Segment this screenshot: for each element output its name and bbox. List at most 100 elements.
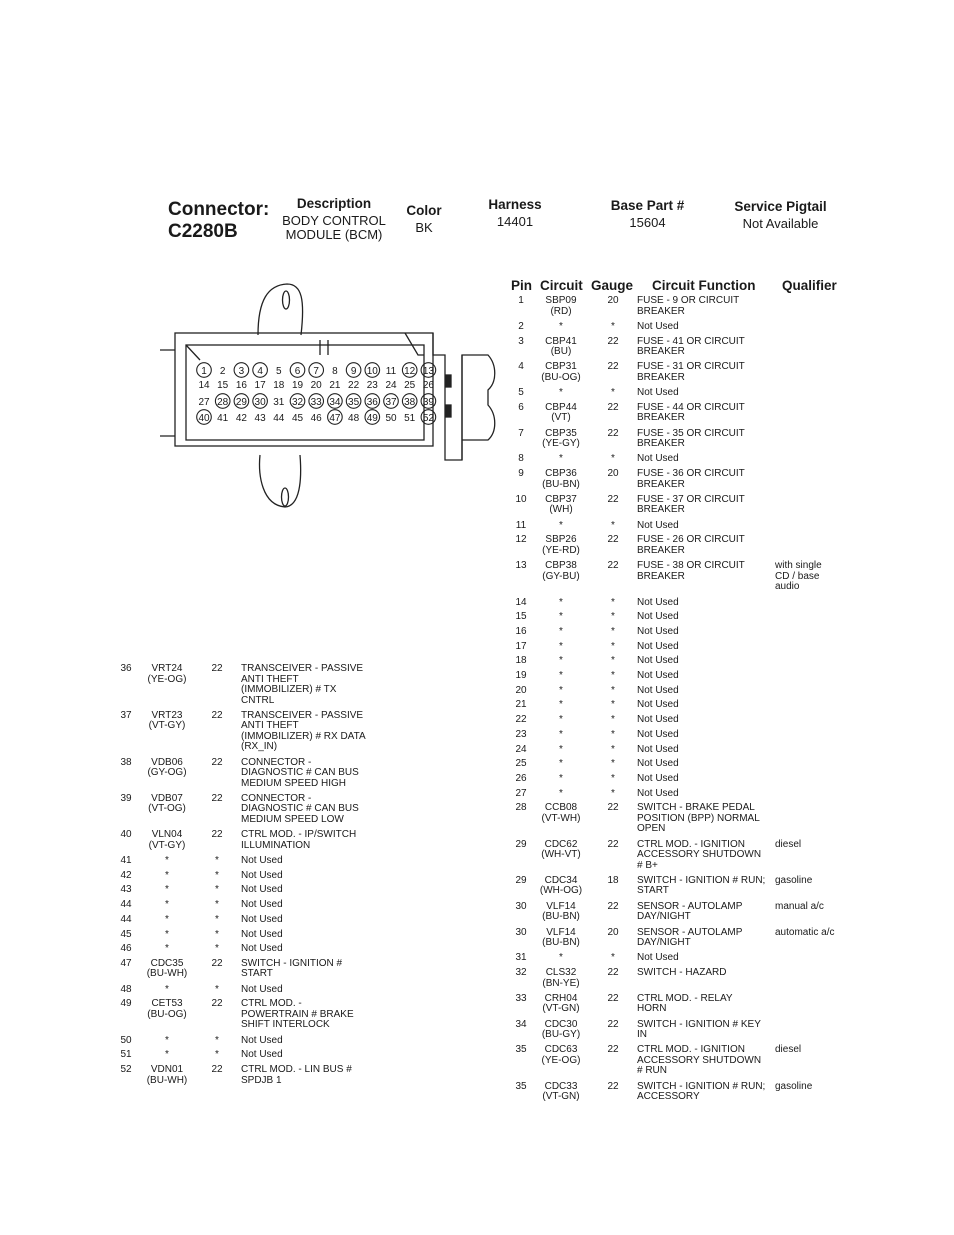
- pin-number: 36: [120, 663, 132, 674]
- function-line: BREAKER: [637, 478, 685, 490]
- function-line: Not Used: [637, 670, 679, 681]
- gauge-cell: *: [611, 728, 615, 740]
- pin-number: 42: [120, 869, 132, 881]
- circuit-cell: *: [531, 656, 591, 667]
- gauge-cell: *: [611, 758, 615, 770]
- function-cell: Not Used: [637, 612, 679, 623]
- function-line: Not Used: [241, 943, 283, 955]
- function-line: DAY/NIGHT: [637, 937, 691, 948]
- circuit-cell: *: [531, 788, 591, 800]
- circuit-line: *: [165, 899, 169, 911]
- function-line: DIAGNOSTIC # CAN BUS: [241, 767, 359, 779]
- circuit-cell: VDB06(GY-OG): [137, 757, 197, 779]
- function-line: FUSE - 37 OR CIRCUIT: [637, 493, 745, 505]
- function-cell: Not Used: [637, 744, 679, 756]
- circuit-line: CBP44: [545, 401, 577, 413]
- function-line: ANTI THEFT: [241, 720, 299, 732]
- function-line: POSITION (BPP) NORMAL: [637, 812, 760, 824]
- pin-circle-10: [364, 362, 381, 378]
- pin-number-41: 41: [217, 413, 229, 424]
- pin-number: 52: [120, 1064, 132, 1076]
- gauge-cell: 20: [607, 926, 619, 938]
- circuit-cell: *: [531, 685, 591, 697]
- color-block: Color BK: [404, 203, 444, 235]
- circuit-line: (BU-WH): [146, 1074, 188, 1086]
- circuit-line: CBP36: [545, 468, 577, 480]
- circuit-line: VLF14: [546, 900, 576, 912]
- pin-circle-39: [420, 393, 437, 409]
- circuit-line: SBP26: [545, 534, 577, 546]
- pin-number-47: 47: [329, 413, 341, 424]
- pin-number: 2: [518, 320, 524, 332]
- description-label: Description: [296, 196, 372, 211]
- function-line: CTRL MOD. - IP/SWITCH: [241, 829, 357, 841]
- description-value-line2: MODULE (BCM): [285, 226, 383, 242]
- function-line: Not Used: [637, 596, 679, 608]
- function-line: Not Used: [241, 983, 283, 995]
- pin-number: 32: [515, 967, 527, 978]
- qualifier-cell: automatic a/c: [775, 927, 834, 939]
- circuit-line: VLF14: [546, 926, 576, 938]
- pin-number-6: 6: [295, 366, 301, 377]
- circuit-line: (GY-OG): [147, 767, 187, 779]
- function-line: BREAKER: [637, 438, 685, 450]
- circuit-line: (BU-BN): [542, 937, 580, 948]
- pin-number: 37: [120, 709, 132, 721]
- circuit-cell: VLF14(BU-BN): [531, 900, 591, 923]
- pin-number-26: 26: [423, 380, 435, 391]
- function-cell: Not Used: [637, 520, 679, 532]
- pin-number-43: 43: [255, 413, 267, 424]
- pin-number-33: 33: [311, 397, 323, 408]
- pin-circle-32: [289, 393, 306, 409]
- description-value-line1: BODY CONTROL: [282, 213, 386, 229]
- function-line: CNTRL: [241, 694, 275, 706]
- harness-value: 14401: [496, 214, 534, 230]
- function-cell: SWITCH - HAZARD: [637, 967, 726, 979]
- pin-number-44: 44: [273, 413, 285, 424]
- pin-number: 28: [515, 802, 527, 814]
- circuit-cell: *: [531, 321, 591, 333]
- function-line: (RX_IN): [241, 741, 278, 753]
- circuit-line: *: [559, 772, 563, 784]
- pin-number-38: 38: [404, 397, 416, 408]
- circuit-line: *: [559, 625, 563, 637]
- pin-number-31: 31: [273, 397, 285, 408]
- function-cell: Not Used: [637, 596, 679, 609]
- pin-number-45: 45: [292, 413, 304, 424]
- function-line: SENSOR - AUTOLAMP: [637, 900, 743, 912]
- pin-circle-30: [252, 393, 268, 409]
- function-line: ACCESSORY: [637, 1091, 700, 1103]
- gauge-cell: *: [215, 884, 219, 896]
- circuit-cell: CDC30(BU-GY): [531, 1019, 591, 1041]
- circuit-cell: CBP36(BU-BN): [531, 469, 591, 490]
- circuit-cell: *: [531, 759, 591, 770]
- pin-number-14: 14: [198, 380, 210, 391]
- circuit-cell: CBP35(YE-GY): [531, 428, 591, 450]
- function-line: OPEN: [637, 823, 666, 835]
- service-pigtail-block: Service Pigtail Not Available: [728, 199, 833, 231]
- pin-number-23: 23: [367, 380, 379, 391]
- pin-number-39: 39: [423, 397, 435, 408]
- function-cell: SWITCH - IGNITION #START: [241, 958, 342, 980]
- circuit-line: *: [165, 869, 169, 881]
- circuit-cell: *: [137, 1034, 197, 1047]
- color-label: Color: [406, 203, 442, 218]
- circuit-line: *: [165, 1034, 169, 1046]
- pin-number-40: 40: [198, 413, 210, 424]
- circuit-line: CDC33: [544, 1080, 578, 1092]
- gauge-cell: *: [611, 670, 615, 681]
- function-line: TRANSCEIVER - PASSIVE: [241, 663, 364, 674]
- circuit-line: (WH-OG): [539, 885, 583, 897]
- function-line: Not Used: [241, 1049, 283, 1061]
- pin-number: 45: [120, 928, 132, 940]
- gauge-cell: *: [215, 869, 219, 881]
- function-line: Not Used: [637, 714, 679, 726]
- col-header-circuit: Circuit: [540, 278, 583, 293]
- function-line: Not Used: [241, 855, 283, 866]
